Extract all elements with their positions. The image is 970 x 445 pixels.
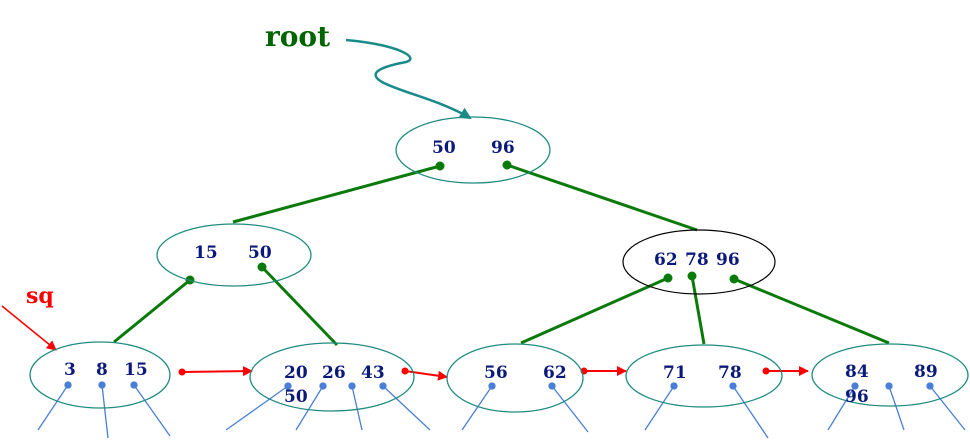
node-key: 50 (432, 138, 456, 158)
edge-right-leaf3 (520, 276, 669, 345)
edge-root-left (232, 164, 441, 224)
right-internal-node: 62 78 96 (622, 229, 776, 295)
node-key: 3 (64, 360, 76, 380)
node-key-extra: 50 (284, 387, 308, 407)
edge-left-leaf2 (260, 265, 339, 347)
edge-right-leaf4 (690, 275, 706, 345)
sq-label: sq (26, 283, 54, 309)
leaf-link-2-3 (404, 370, 448, 381)
leaf-node-5: 84 89 96 (811, 343, 969, 407)
leaf-link-1-2 (181, 366, 253, 377)
node-key: 43 (361, 363, 385, 383)
root-node: 50 96 (395, 116, 551, 184)
node-key: 8 (96, 360, 108, 380)
node-key: 89 (914, 362, 938, 382)
node-key: 71 (663, 363, 687, 383)
node-key: 78 (685, 250, 709, 270)
sq-pointer-arrow (1, 305, 57, 351)
node-key: 26 (322, 363, 346, 383)
tree-edges (113, 160, 890, 347)
node-key: 15 (124, 360, 148, 380)
leaf-node-1: 3 8 15 (29, 341, 171, 409)
edge-left-leaf1 (113, 278, 191, 344)
root-pointer-arrow (345, 38, 472, 120)
edge-right-leaf5 (733, 277, 890, 345)
left-internal-node: 15 50 (156, 223, 312, 287)
node-key: 20 (284, 363, 308, 383)
node-key: 62 (543, 363, 567, 383)
node-key: 84 (845, 362, 869, 382)
leaf-node-2: 20 26 43 50 (249, 342, 415, 412)
node-key: 50 (248, 243, 272, 263)
leaf-node-3: 56 62 (446, 343, 584, 413)
node-key: 96 (491, 138, 515, 158)
leaf-node-4: 71 78 (625, 344, 783, 408)
node-key: 56 (484, 363, 508, 383)
node-key-extra: 96 (845, 387, 869, 407)
node-key: 15 (194, 243, 218, 263)
record-pointers (37, 381, 966, 439)
node-key: 78 (718, 363, 742, 383)
edge-root-right (506, 163, 698, 232)
node-key: 96 (716, 250, 740, 270)
root-label: root (265, 20, 330, 53)
node-key: 62 (654, 250, 678, 270)
